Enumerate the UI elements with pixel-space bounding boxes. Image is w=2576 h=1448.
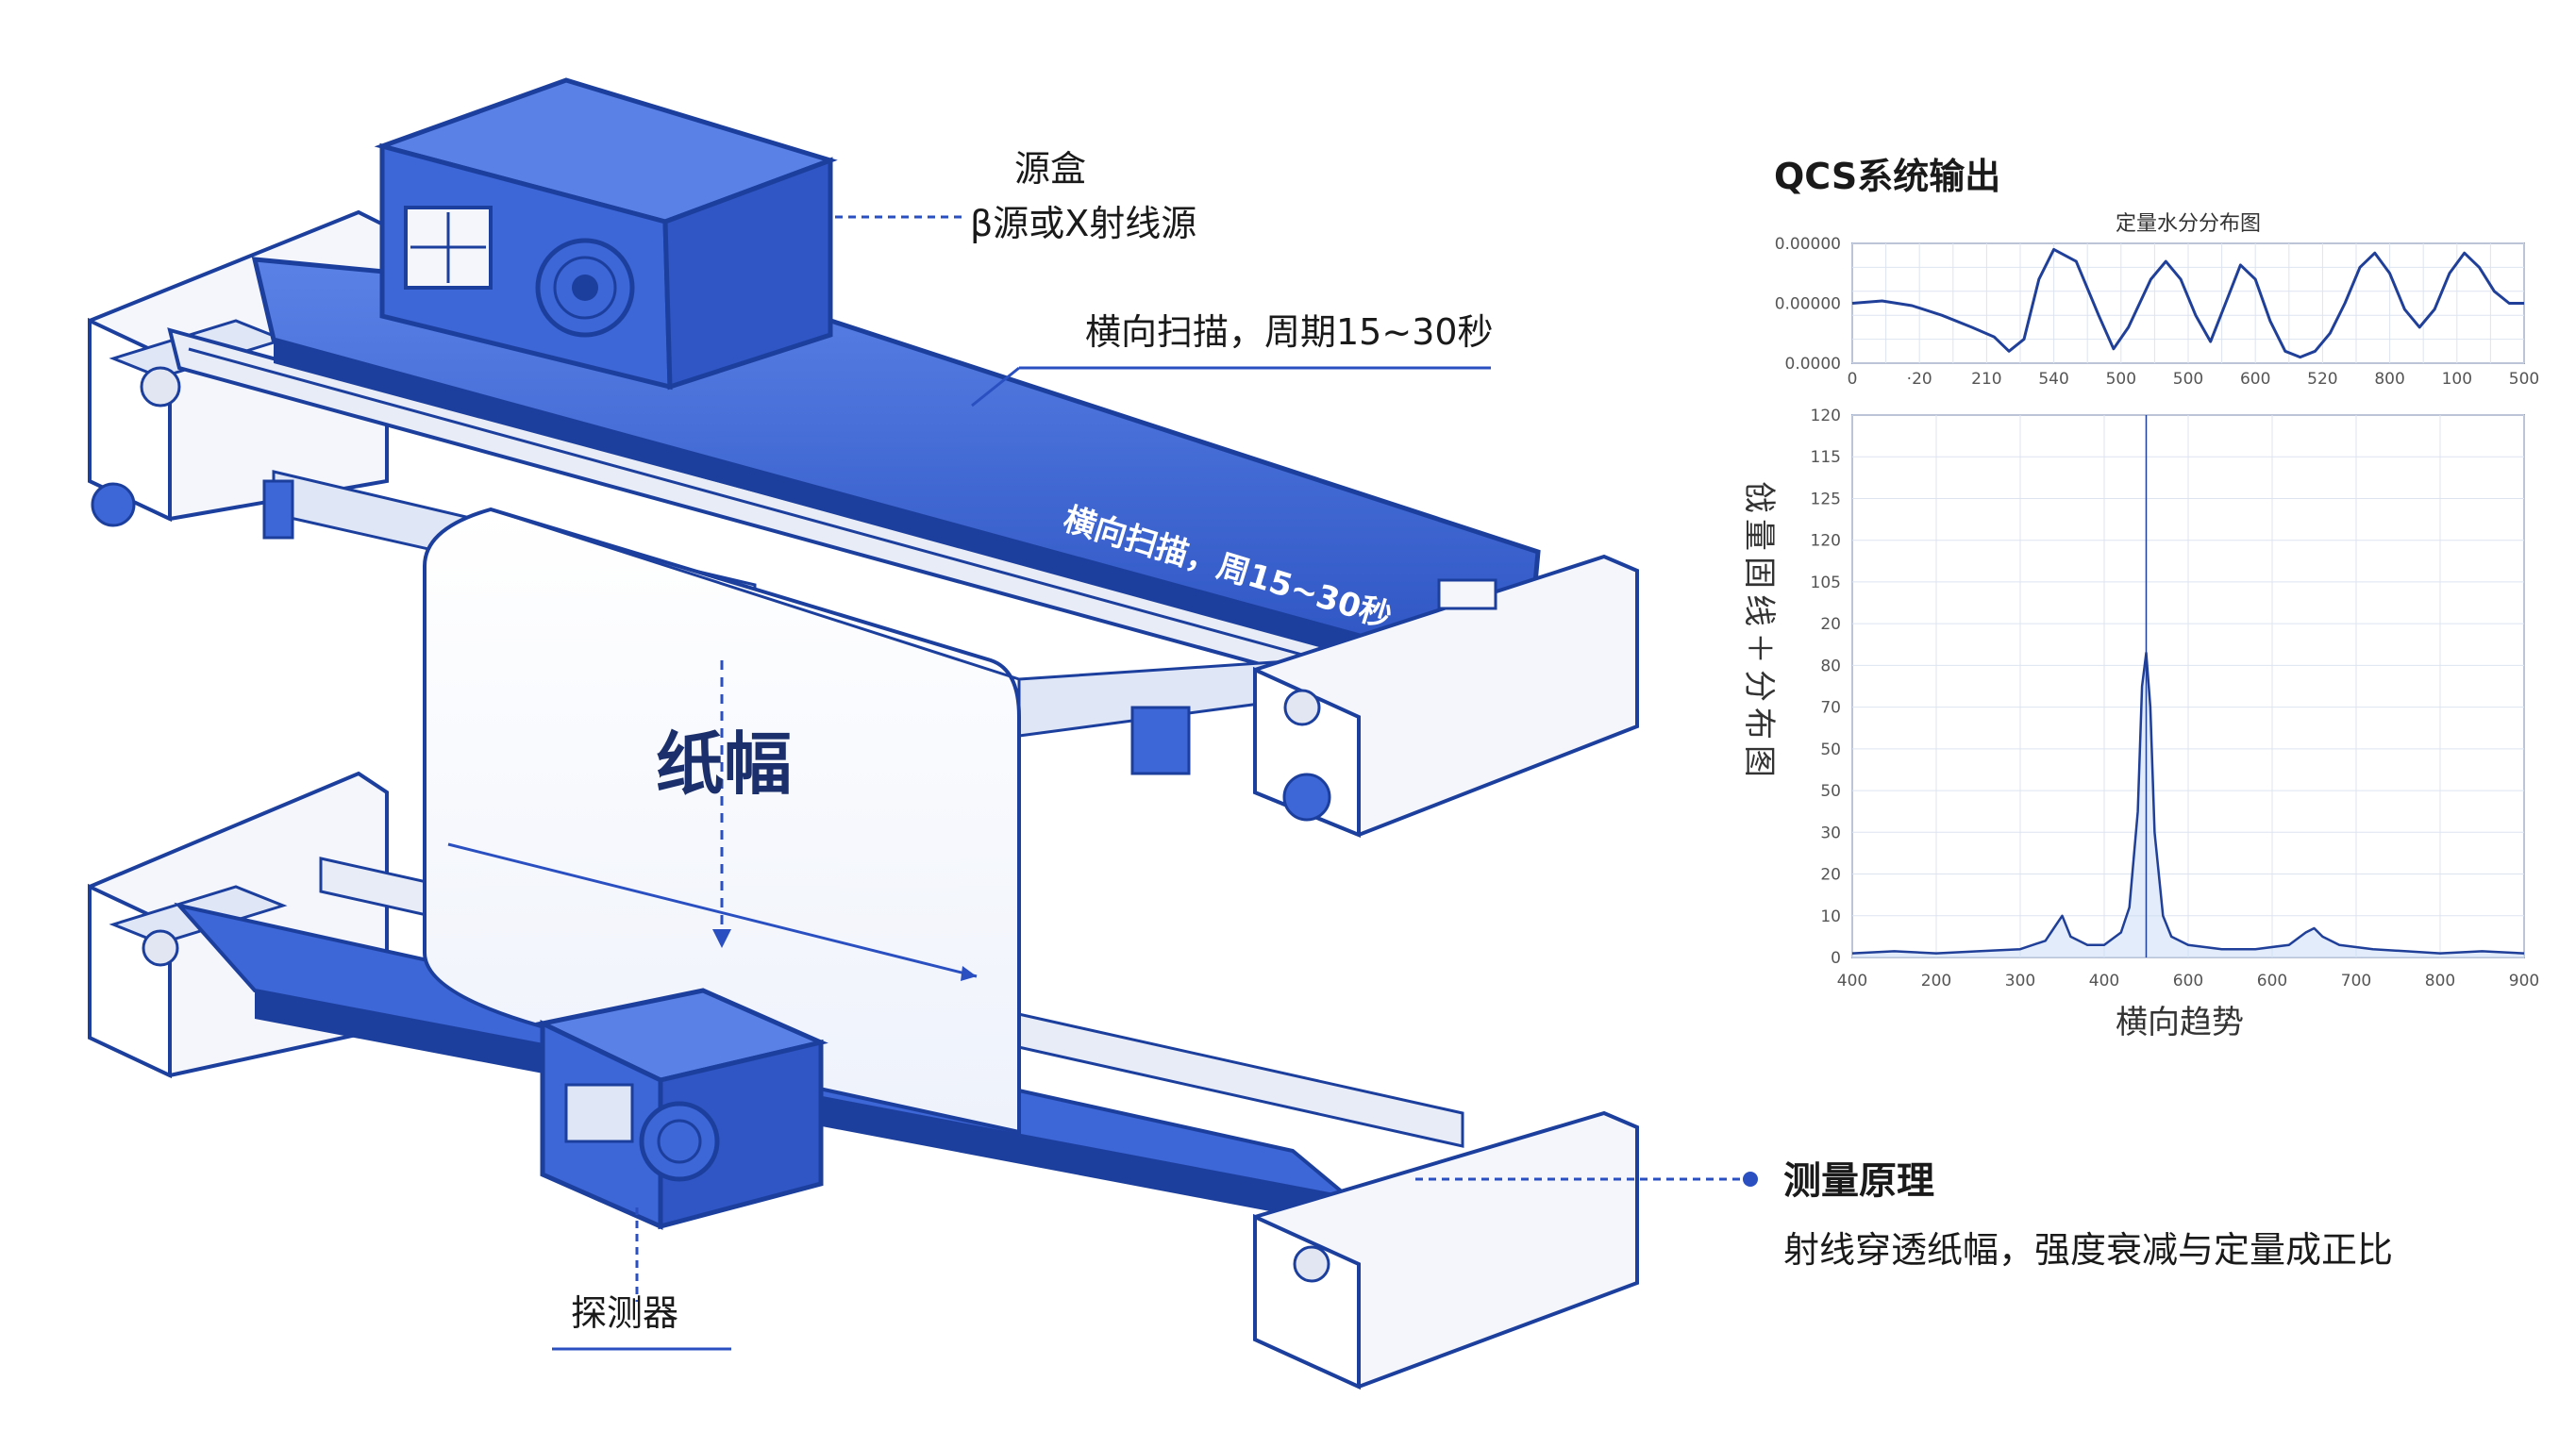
x-tick-label: 600 — [2257, 972, 2287, 990]
x-tick-label: 900 — [2509, 972, 2539, 990]
y-tick-label: 30 — [1820, 824, 1841, 842]
x-tick-label: 520 — [2307, 370, 2337, 389]
knob-icon — [1293, 1245, 1330, 1283]
x-tick-label: 200 — [1921, 972, 1951, 990]
x-tick-label: 540 — [2038, 370, 2068, 389]
x-tick-label: ·20 — [1907, 370, 1932, 389]
scan-label: 横向扫描，周期15~30秒 — [1085, 311, 1494, 353]
knob-icon — [91, 482, 136, 527]
moisture-chart: 0 ·20 210 540 500 500 600 520 800 100 500 0.00000 0.… — [1775, 212, 2540, 389]
knob-icon — [1282, 773, 1331, 822]
knob-icon — [140, 366, 181, 408]
x-tick-label: 700 — [2341, 972, 2371, 990]
x-tick-label: 300 — [2005, 972, 2035, 990]
x-tick-label: 800 — [2374, 370, 2404, 389]
series-line — [1851, 247, 2524, 359]
x-tick-label: 800 — [2425, 972, 2455, 990]
y-tick-label: 105 — [1811, 574, 1841, 592]
knob-icon — [142, 929, 179, 967]
knob-icon — [1283, 689, 1321, 726]
y-tick-label: 0.0000 — [1785, 355, 1841, 374]
y-tick-label: 70 — [1820, 699, 1841, 718]
x-tick-label: 0 — [1848, 370, 1858, 389]
x-tick-label: 500 — [2509, 370, 2539, 389]
qcs-vertical-label: 戗量固线＋分布图 — [1740, 481, 1778, 783]
x-tick-label: 500 — [2106, 370, 2136, 389]
detector — [535, 988, 828, 1230]
qcs-x-label: 横向趋势 — [2116, 1004, 2244, 1041]
y-tick-label: 50 — [1820, 782, 1841, 801]
x-tick-label: 400 — [1837, 972, 1867, 990]
y-tick-label: 0 — [1831, 949, 1841, 968]
source-box-subtitle: β源或X射线源 — [970, 203, 1196, 244]
x-tick-label: 100 — [2442, 370, 2472, 389]
y-tick-label: 80 — [1820, 657, 1841, 675]
x-tick-label: 600 — [2173, 972, 2203, 990]
x-tick-label: 400 — [2089, 972, 2119, 990]
y-tick-label: 0.00000 — [1775, 295, 1841, 314]
qcs-title: QCS系统输出 — [1774, 156, 2000, 197]
y-tick-label: 0.00000 — [1775, 235, 1841, 254]
paper-label: 纸幅 — [656, 724, 792, 804]
x-tick-label: 210 — [1971, 370, 2001, 389]
source-box-title: 源盒 — [1014, 148, 1086, 190]
paper-web — [423, 507, 1021, 1135]
fan-grill-icon — [639, 1101, 720, 1182]
principle-title: 测量原理 — [1783, 1159, 1934, 1203]
y-tick-label: 115 — [1811, 448, 1841, 467]
y-tick-label: 50 — [1820, 741, 1841, 759]
x-tick-label: 600 — [2240, 370, 2270, 389]
dot-marker-icon — [1743, 1172, 1758, 1187]
principle-description: 射线穿透纸幅，强度衰减与定量成正比 — [1783, 1229, 2393, 1271]
callouts — [552, 215, 1758, 1351]
detector-label: 探测器 — [571, 1292, 678, 1334]
y-tick-label: 20 — [1820, 866, 1841, 885]
x-tick-label: 500 — [2173, 370, 2203, 389]
y-tick-label: 120 — [1811, 532, 1841, 551]
source-box — [374, 77, 838, 391]
chart-title: 定量水分分布图 — [2116, 212, 2261, 236]
y-tick-label: 10 — [1820, 907, 1841, 926]
series-line — [1851, 651, 2525, 955]
y-tick-label: 120 — [1811, 407, 1841, 425]
y-tick-label: 20 — [1820, 615, 1841, 634]
y-tick-label: 125 — [1811, 490, 1841, 508]
